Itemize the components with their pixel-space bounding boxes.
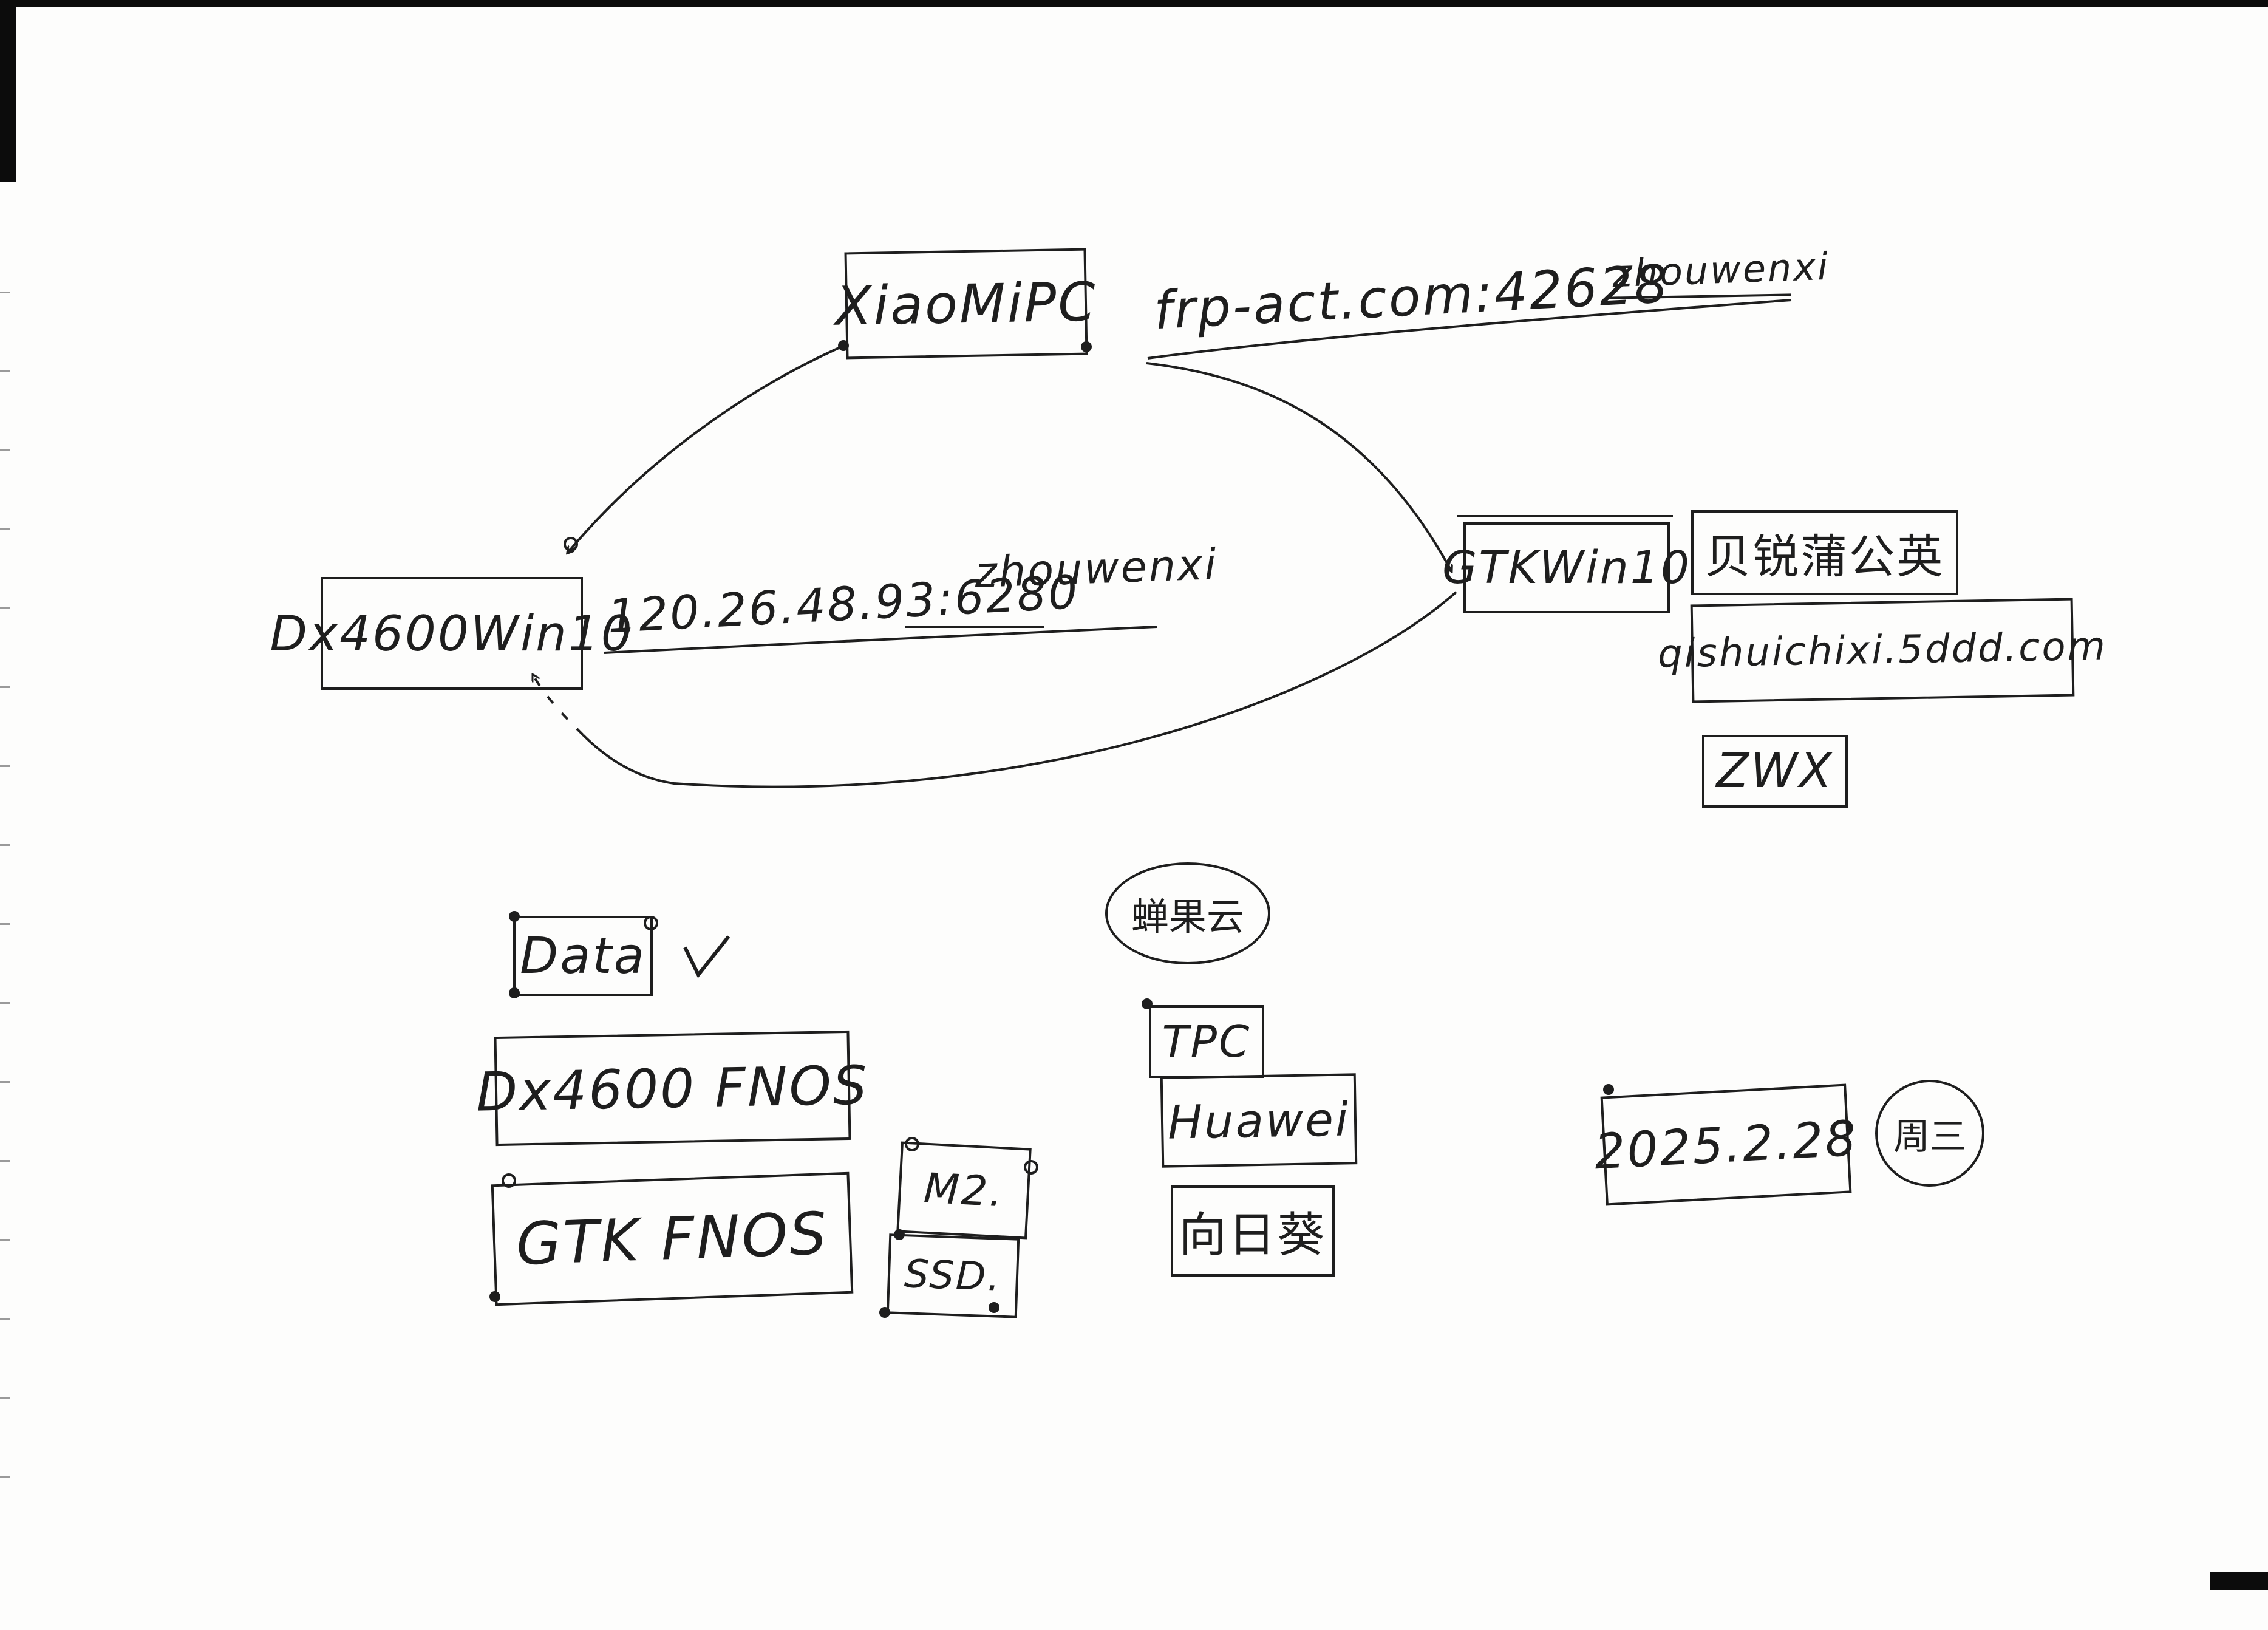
node-dx4600-fnos-label: Dx4600 FNOS [475,1053,870,1124]
node-xiaomipc: XiaoMiPC [834,248,1098,360]
node-anchor [1024,1160,1038,1175]
node-dx4600win10: Dx4600Win10 [270,577,632,690]
node-anchor [489,1291,500,1302]
binding-tick [0,528,10,530]
binding-tick [0,607,10,609]
gtk-domain-text: qishuichixi.5ddd.com [1657,624,2108,677]
node-xiangniu: 向日葵 [1171,1185,1335,1277]
binding-tick [0,1160,10,1162]
binding-tick [0,844,10,846]
binding-tick [0,1397,10,1399]
paper-edge-shadow-bottom-right [2210,1572,2268,1590]
edge-gtk-to-dx4600 [582,591,1457,788]
node-huawei: Huawei [1160,1073,1358,1168]
node-gtkwin10-label: GTKWin10 [1442,542,1691,594]
edge-xiaomipc-to-gtk [1146,362,1451,571]
binding-tick [0,1318,10,1320]
weekday-circle: 周三 [1875,1080,1984,1187]
gtk-label-cn-text: 贝锐蒲公英 [1704,530,1945,584]
date-text: 2025.2.28 [1593,1110,1859,1180]
gtk-user-box: ZWX [1702,735,1848,808]
binding-tick [0,449,10,451]
node-ssd: SSD. [886,1233,1020,1318]
node-data: Data [513,916,653,996]
binding-tick [0,1002,10,1004]
cloud-label-circle: 蝉果云 [1105,862,1270,964]
frp-underline [1147,299,1792,360]
node-m2-label: M2. [922,1164,1006,1216]
node-anchor [644,916,658,930]
binding-tick [0,923,10,925]
node-anchor [989,1302,999,1313]
node-gtkwin10: GTKWin10 [1442,522,1689,613]
ip-underline [604,626,1157,654]
edge-gtk-to-dx4600-dashed-tail [533,675,584,736]
frp-user-label: zhouwenxi [1611,244,1831,296]
check-stroke [683,935,730,978]
node-gtk-fnos-label: GTK FNOS [515,1199,829,1278]
gtk-user-text: ZWX [1716,744,1834,799]
check-mark: ✓ [674,911,678,914]
node-huawei-label: Huawei [1167,1091,1350,1150]
weekday-text: 周三 [1893,1115,1966,1158]
binding-tick [0,1239,10,1241]
gtk-label-cn-box: 贝锐蒲公英 [1691,510,1958,595]
node-tpc-label: TPC [1162,1016,1251,1067]
node-data-label: Data [520,927,646,985]
node-anchor [1142,998,1153,1009]
node-anchor [502,1173,516,1188]
binding-tick [0,292,10,293]
node-anchor [1081,341,1092,352]
ip-underline-short [905,626,1044,628]
date-box: 2025.2.28 [1593,1083,1859,1206]
node-anchor [894,1229,905,1240]
node-anchor [509,987,520,998]
ip-user-label: zhouwenxi [973,539,1219,598]
binding-tick [0,1081,10,1083]
node-gtk-fnos: GTK FNOS [491,1171,854,1306]
binding-tick [0,370,10,372]
node-anchor [838,340,849,351]
gtk-domain-box: qishuichixi.5ddd.com [1658,598,2107,703]
node-dx4600win10-label: Dx4600Win10 [270,605,634,662]
node-ssd-label: SSD. [903,1252,1003,1300]
node-dx4600-fnos: Dx4600 FNOS [475,1030,870,1147]
node-anchor [1603,1084,1614,1095]
node-m2: M2. [896,1141,1032,1240]
binding-tick [0,1476,10,1478]
binding-tick [0,686,10,688]
binding-tick [0,765,10,767]
node-xiaomipc-label: XiaoMiPC [834,270,1098,338]
node-anchor [564,537,578,551]
paper-edge-shadow-top [0,0,2268,7]
cloud-label-text: 蝉果云 [1131,895,1244,939]
node-gtkwin10-double-line [1457,515,1673,517]
node-anchor [509,911,520,922]
node-anchor [905,1137,919,1151]
node-tpc: TPC [1149,1005,1264,1078]
edge-xiaomipc-to-dx4600 [568,345,843,553]
node-xiangniu-label: 向日葵 [1179,1208,1327,1263]
paper-edge-shadow-left [0,0,16,182]
node-anchor [879,1307,890,1318]
